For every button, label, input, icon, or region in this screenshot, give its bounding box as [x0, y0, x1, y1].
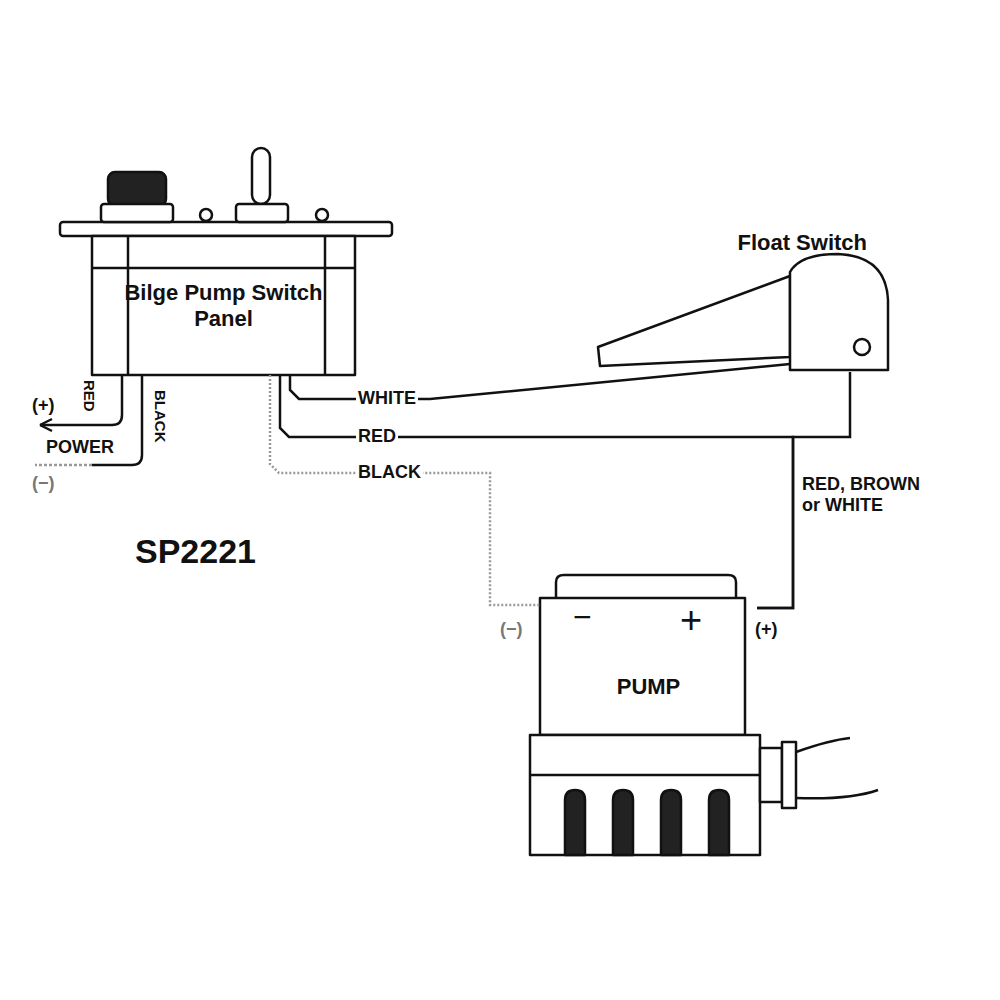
wire-label: BLACK	[356, 462, 423, 483]
wire-label: WHITE	[356, 388, 418, 409]
push-button	[108, 172, 166, 206]
wire-color: BLACK	[152, 390, 169, 443]
wire-label: RED, BROWN or WHITE	[800, 474, 924, 515]
float-housing	[790, 254, 888, 370]
pump-base	[530, 735, 760, 855]
panel-screw	[200, 209, 212, 221]
wire	[280, 375, 793, 608]
polarity-mark: (−)	[500, 620, 523, 640]
panel-line	[127, 236, 130, 375]
polarity-mark: (−)	[32, 474, 55, 494]
button-collar	[101, 204, 173, 222]
pump-body	[540, 598, 745, 735]
pump: PUMP	[540, 600, 757, 735]
intake-slot	[613, 790, 633, 855]
power-wire-negative	[35, 464, 92, 467]
polarity-mark: (+)	[755, 620, 778, 640]
wire	[270, 375, 540, 605]
intake-slot	[709, 790, 729, 855]
panel-screw	[316, 209, 328, 221]
wire-color: RED	[81, 380, 98, 412]
panel-housing	[92, 236, 355, 375]
pump-cap	[556, 575, 736, 600]
toggle-base	[236, 204, 288, 222]
intake-slot	[661, 790, 681, 855]
panel-line	[92, 267, 355, 270]
panel-line	[324, 236, 327, 375]
intake-slot	[565, 790, 585, 855]
panel-flange	[60, 222, 392, 236]
node-title: Bilge Pump Switch Panel	[124, 280, 324, 331]
node-title: Float Switch	[737, 230, 867, 255]
model-number: SP2221	[135, 533, 256, 570]
float-pivot	[854, 339, 870, 355]
pump-nozzle	[760, 748, 782, 802]
hose	[796, 738, 850, 752]
switch-panel: Bilge Pump Switch Panel	[92, 236, 355, 375]
float-switch: Float Switch	[595, 226, 895, 372]
wire-arrow	[40, 419, 52, 431]
float-arm	[598, 276, 790, 366]
terminal-sign: −	[573, 600, 592, 635]
power-label: POWER	[46, 438, 114, 458]
toggle-lever	[252, 148, 270, 204]
node-title: PUMP	[540, 674, 757, 699]
hose	[796, 790, 878, 798]
pump-nozzle	[782, 742, 796, 808]
wire-label: RED	[356, 426, 398, 447]
pump-base-line	[530, 774, 760, 777]
terminal-sign: +	[680, 600, 702, 642]
polarity-mark: (+)	[32, 396, 55, 416]
